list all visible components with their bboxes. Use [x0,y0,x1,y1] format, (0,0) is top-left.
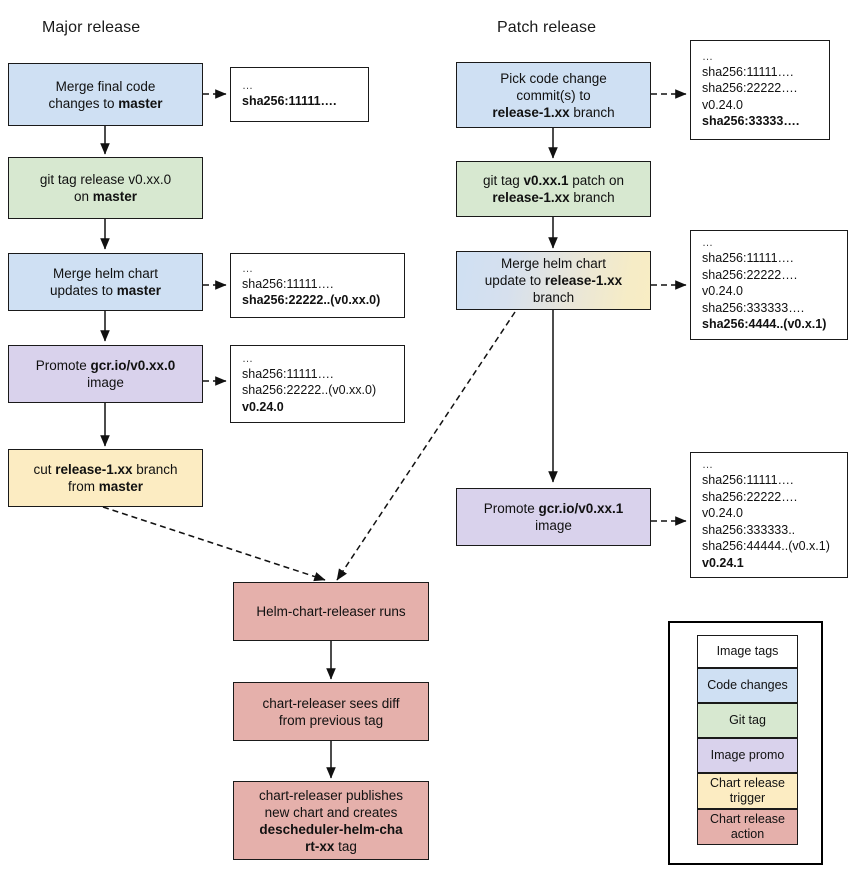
legend-item-git-tag: Git tag [697,703,798,738]
note-line: … [702,50,714,63]
legend-item-label: Image tags [716,643,779,658]
note-line: v0.24.0 [242,399,284,414]
note-image-tags-patch-3: … sha256:11111…. sha256:22222…. v0.24.0 … [690,230,848,340]
note-image-tags-patch-4: … sha256:11111…. sha256:22222…. v0.24.0 … [690,452,848,578]
note-line: sha256:333333…. [702,300,805,315]
note-line: … [242,352,254,365]
legend-item-label: Git tag [729,712,766,727]
note-line: sha256:11111…. [242,366,334,381]
note-line: … [242,262,254,275]
note-image-tags-major-4: … sha256:11111…. sha256:22222..(v0.xx.0)… [230,345,405,423]
note-line: sha256:22222…. [702,489,798,504]
note-line: sha256:11111…. [242,93,337,108]
note-image-tags-patch-1: … sha256:11111…. sha256:22222…. v0.24.0 … [690,40,830,140]
note-line: sha256:22222…. [702,267,798,282]
legend-item-code-changes: Code changes [697,668,798,703]
note-line: … [702,237,714,250]
major-release-title: Major release [42,19,141,36]
legend-item-image-promo: Image promo [697,738,798,773]
note-line: sha256:333333.. [702,522,796,537]
note-image-tags-major-3: … sha256:11111…. sha256:22222..(v0.xx.0) [230,253,405,318]
legend-item-label: Code changes [707,677,788,692]
note-line: v0.24.1 [702,555,744,570]
note-line: sha256:4444..(v0.x.1) [702,317,827,332]
note-line: v0.24.0 [702,506,744,520]
edge-trigger-from-cut-branch [102,506,326,582]
note-line: sha256:22222..(v0.xx.0) [242,293,381,307]
note-line: sha256:11111…. [242,276,334,291]
node-helm-chart-releaser-runs[interactable]: Helm-chart-releaser runs [233,582,429,641]
note-line: sha256:22222…. [702,81,798,95]
legend-panel: Image tags Code changes Git tag Image pr… [668,621,823,865]
note-image-tags-major-1: … sha256:11111…. [230,67,369,122]
patch-release-title: Patch release [497,19,597,36]
node-helm-chart-releaser-runs-label: Helm-chart-releaser runs [256,604,406,619]
note-line: sha256:11111…. [702,251,794,266]
note-line: sha256:44444..(v0.x.1) [702,539,830,553]
legend-item-image-tags: Image tags [697,635,798,668]
note-line: sha256:22222..(v0.xx.0) [242,383,377,398]
note-line: … [702,459,714,471]
note-line: … [242,79,254,92]
note-line: v0.24.0 [702,97,744,112]
note-line: sha256:11111…. [702,473,794,487]
note-line: sha256:33333…. [702,114,800,128]
note-line: sha256:11111…. [702,64,794,79]
note-line: v0.24.0 [702,284,744,299]
legend-item-label: Image promo [710,747,785,762]
